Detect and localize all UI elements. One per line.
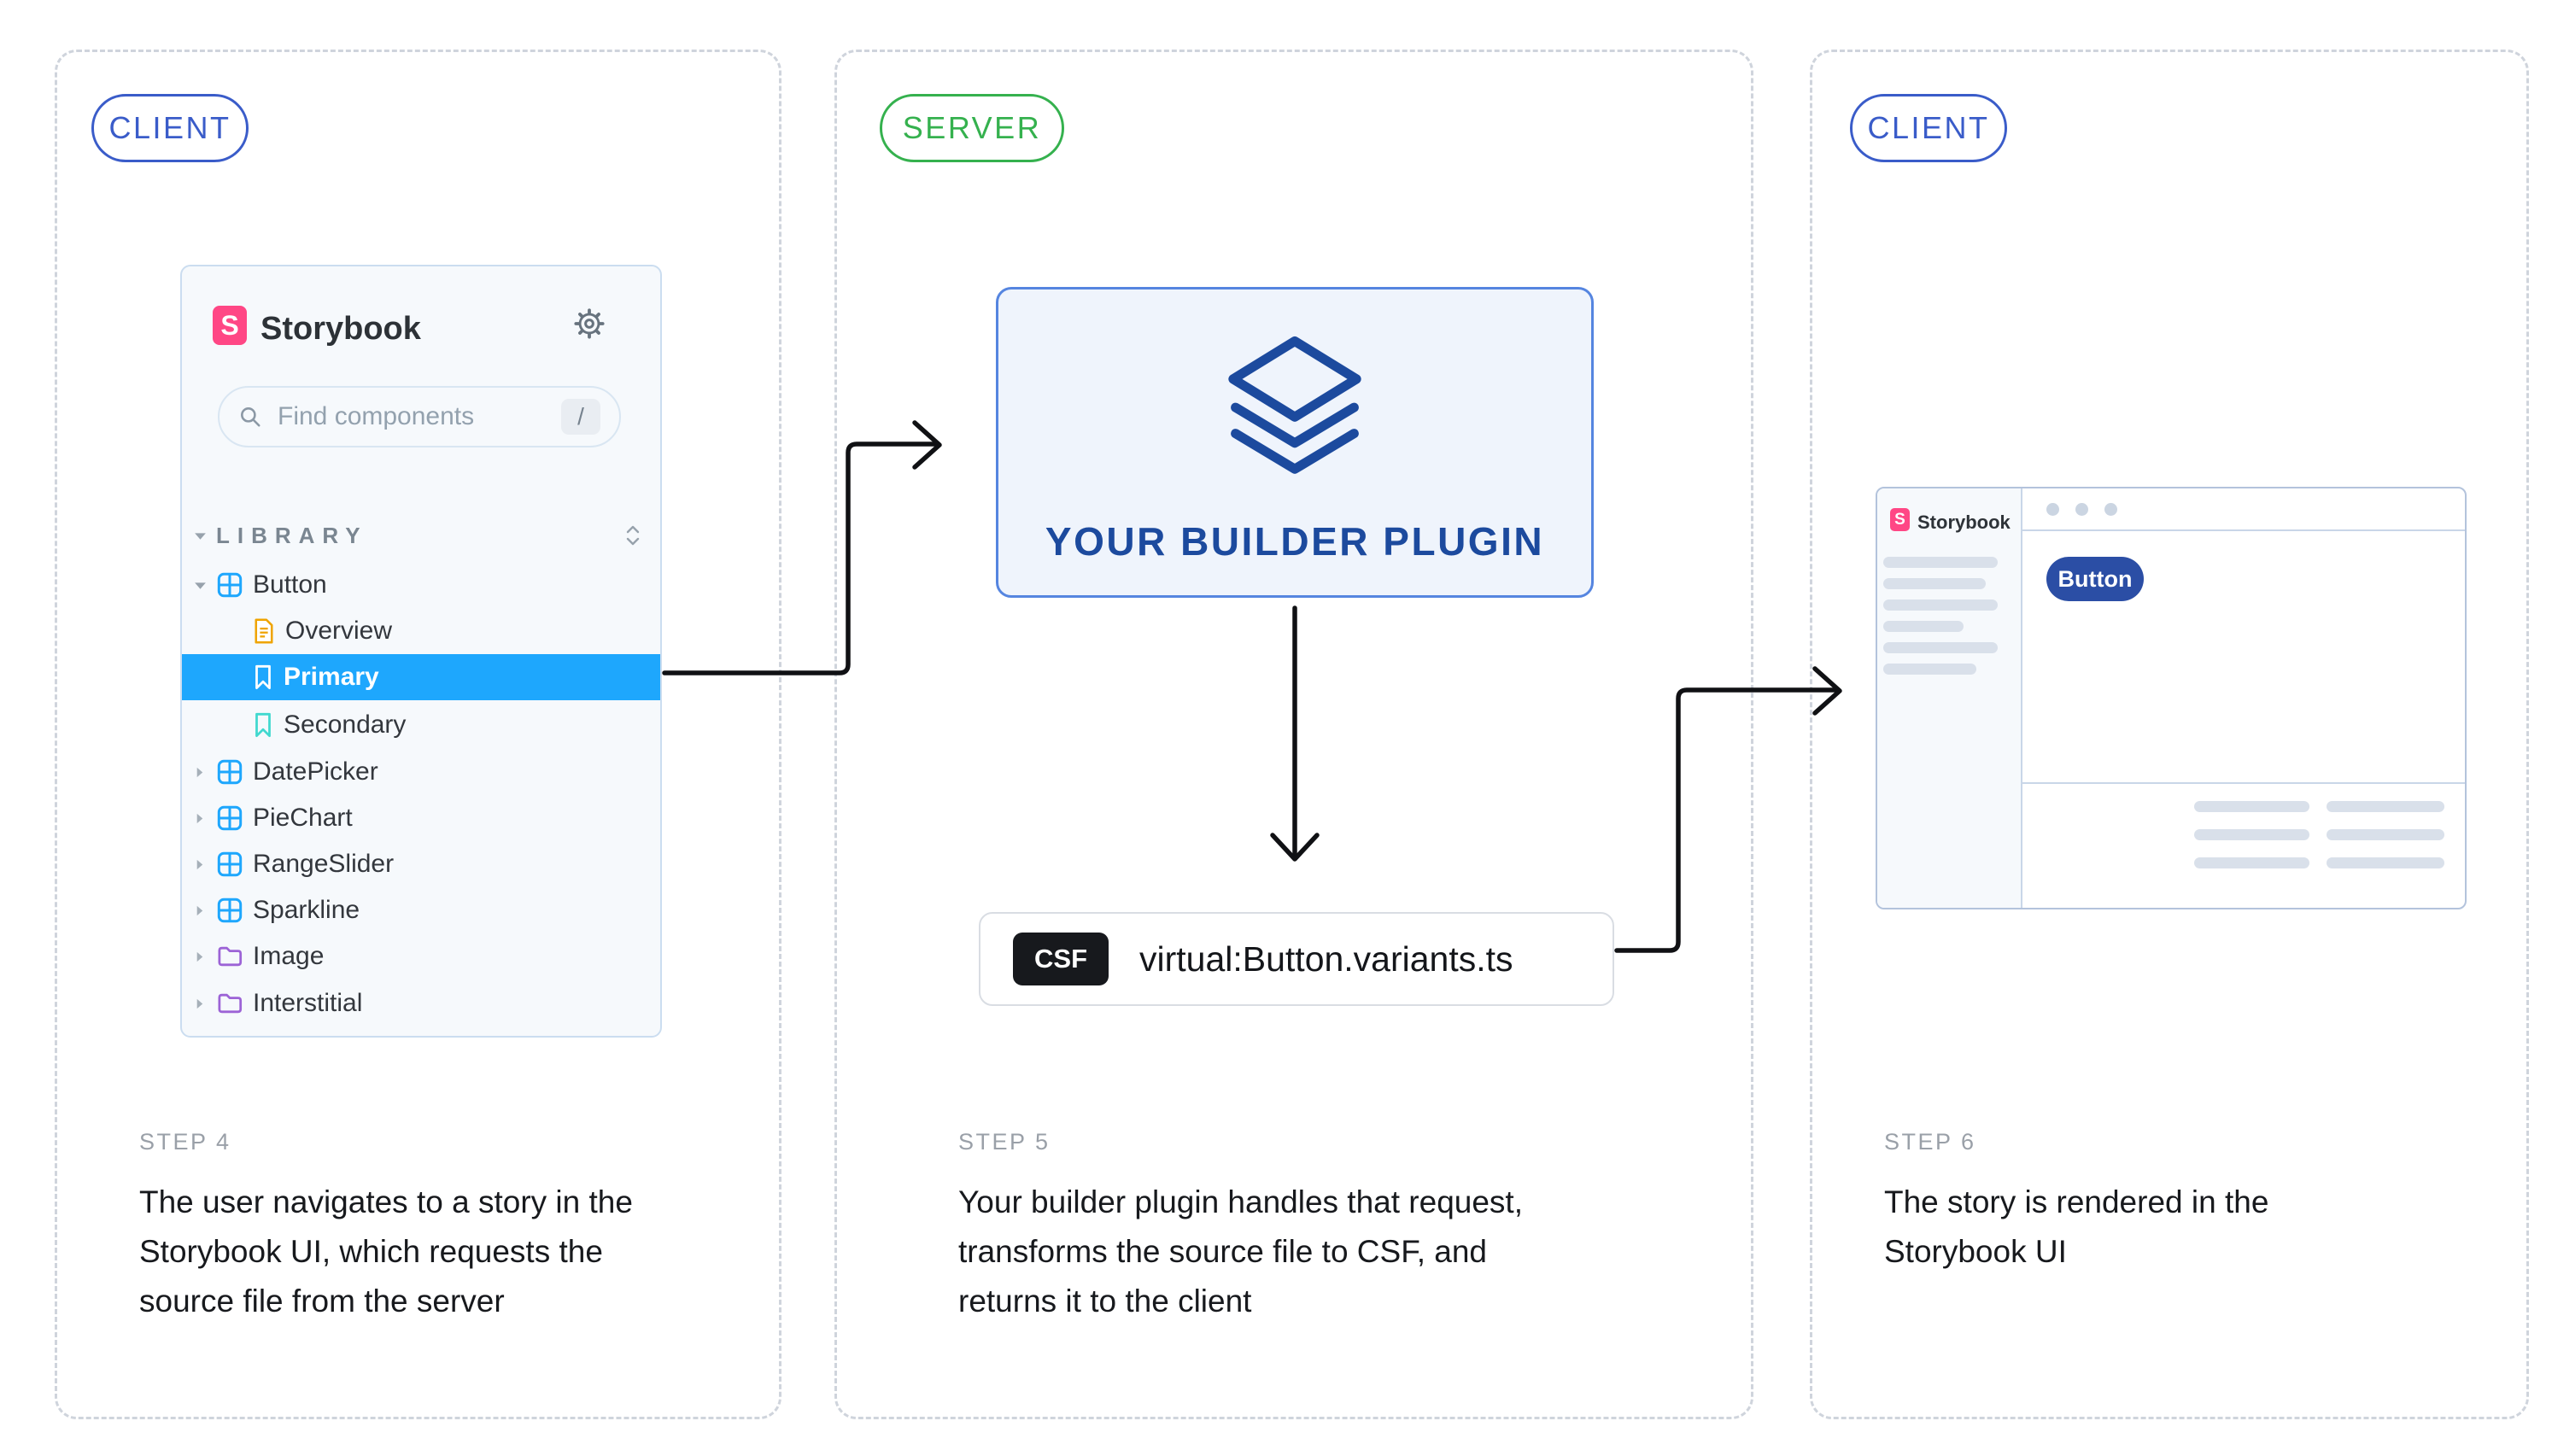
gear-icon[interactable]	[573, 307, 606, 344]
sidebar-item-datepicker[interactable]: DatePicker	[182, 749, 660, 795]
toolbar-dot-icon	[2046, 502, 2059, 516]
skeleton-bar	[1883, 599, 1998, 611]
sidebar-item-sparkline[interactable]: Sparkline	[182, 887, 660, 933]
bookmark-icon	[253, 712, 273, 738]
mini-storybook-title: Storybook	[1917, 512, 2011, 533]
step-label: STEP 5	[958, 1129, 1051, 1155]
layers-icon	[1221, 334, 1368, 478]
chevron-right-icon[interactable]	[193, 950, 208, 963]
tree-item-label: Secondary	[284, 710, 407, 739]
search-icon	[238, 405, 262, 429]
tree-item-label: Overview	[285, 617, 393, 645]
sidebar-item-secondary[interactable]: Secondary	[182, 702, 660, 748]
client-badge: CLIENT	[1850, 94, 2007, 162]
mini-sidebar: S Storybook	[1877, 488, 2022, 908]
bookmark-icon	[253, 664, 273, 690]
sidebar-item-interstitial[interactable]: Interstitial	[182, 980, 660, 1026]
skeleton-bar	[2327, 829, 2444, 840]
chevron-down-icon[interactable]	[193, 579, 208, 592]
storybook-title: Storybook	[260, 311, 421, 347]
toolbar-dot-icon	[2104, 502, 2117, 516]
component-icon	[217, 572, 243, 598]
toolbar-dot-icon	[2075, 502, 2088, 516]
slash-shortcut-key: /	[561, 399, 600, 435]
tree-item-label: Sparkline	[253, 896, 360, 924]
builder-plugin-box: YOUR BUILDER PLUGIN	[996, 287, 1594, 598]
chevron-right-icon[interactable]	[193, 904, 208, 917]
tree-item-label: Interstitial	[253, 989, 363, 1017]
csf-filename: virtual:Button.variants.ts	[1139, 939, 1513, 979]
mini-preview-canvas: Button	[2022, 531, 2465, 782]
step-4-caption: STEP 4 The user navigates to a story in …	[139, 1129, 788, 1326]
rendered-storybook-window: S Storybook Button	[1876, 487, 2467, 909]
component-icon	[217, 759, 243, 785]
document-icon	[253, 618, 275, 644]
sidebar-item-overview[interactable]: Overview	[182, 608, 660, 654]
chevron-down-icon	[193, 529, 208, 542]
step-description: Your builder plugin handles that request…	[958, 1184, 1523, 1319]
sidebar-item-image[interactable]: Image	[182, 933, 660, 979]
builder-plugin-label: YOUR BUILDER PLUGIN	[1045, 519, 1545, 564]
csf-badge: CSF	[1013, 933, 1109, 985]
sidebar-item-button[interactable]: Button	[182, 562, 660, 608]
sidebar-item-primary-selected[interactable]: Primary	[182, 654, 660, 700]
component-icon	[217, 898, 243, 923]
rendered-button[interactable]: Button	[2046, 557, 2144, 601]
chevron-right-icon[interactable]	[193, 766, 208, 779]
skeleton-bar	[2194, 829, 2309, 840]
folder-icon	[217, 945, 243, 968]
tree-item-label: Image	[253, 942, 325, 970]
component-icon	[217, 851, 243, 877]
storybook-logo-icon: S	[1890, 508, 1910, 531]
tree-item-label: DatePicker	[253, 757, 378, 786]
skeleton-bar	[1883, 664, 1976, 675]
skeleton-bar	[2194, 801, 2309, 812]
tree-item-label: PieChart	[253, 804, 353, 832]
step-description: The story is rendered in the Storybook U…	[1884, 1184, 2269, 1269]
skeleton-bar	[1883, 621, 1964, 632]
section-label: LIBRARY	[216, 522, 368, 548]
tree-item-label: RangeSlider	[253, 850, 395, 878]
step-label: STEP 6	[1884, 1129, 1976, 1155]
chevron-right-icon[interactable]	[193, 812, 208, 825]
skeleton-bar	[1883, 642, 1998, 653]
chevron-right-icon[interactable]	[193, 997, 208, 1010]
server-badge: SERVER	[880, 94, 1064, 162]
client-badge: CLIENT	[91, 94, 249, 162]
component-icon	[217, 805, 243, 831]
tree-item-label: Button	[253, 570, 327, 599]
mini-toolbar	[2022, 488, 2465, 531]
skeleton-bar	[2327, 857, 2444, 868]
sidebar-item-rangeslider[interactable]: RangeSlider	[182, 841, 660, 887]
step-description: The user navigates to a story in the Sto…	[139, 1184, 633, 1319]
sidebar-section-library[interactable]: LIBRARY	[182, 512, 660, 558]
tree-item-label: Primary	[284, 663, 379, 691]
search-input[interactable]	[276, 401, 561, 432]
step-6-caption: STEP 6 The story is rendered in the Stor…	[1884, 1129, 2482, 1277]
step-label: STEP 4	[139, 1129, 231, 1155]
storybook-sidebar: S Storybook /	[180, 265, 662, 1038]
sidebar-item-piechart[interactable]: PieChart	[182, 795, 660, 841]
search-box[interactable]: /	[218, 386, 621, 447]
skeleton-bar	[1883, 578, 1986, 589]
storybook-logo-icon: S	[213, 306, 247, 345]
chevron-right-icon[interactable]	[193, 858, 208, 871]
csf-file-box: CSF virtual:Button.variants.ts	[979, 912, 1614, 1006]
mini-addons-panel	[2022, 782, 2465, 908]
skeleton-bar	[1883, 557, 1998, 568]
folder-icon	[217, 992, 243, 1015]
step-5-caption: STEP 5 Your builder plugin handles that …	[958, 1129, 1676, 1326]
skeleton-bar	[2194, 857, 2309, 868]
panel-client-left	[55, 50, 781, 1419]
skeleton-bar	[2327, 801, 2444, 812]
sort-updown-icon[interactable]	[624, 523, 641, 552]
